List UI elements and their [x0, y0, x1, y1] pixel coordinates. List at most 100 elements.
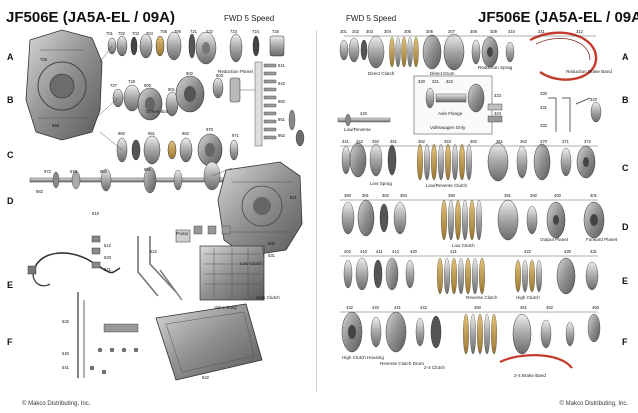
callout-l3: 703	[132, 31, 139, 36]
callout-r59: 452	[546, 305, 553, 310]
callout-r38: 383	[400, 193, 407, 198]
right-footer-copyright: © Makco Distributing, Inc.	[559, 401, 628, 407]
label-high-clutch-housing: High Clutch Housing	[342, 355, 384, 360]
callout-r51: 430	[564, 249, 571, 254]
callout-r50: 422	[524, 249, 531, 254]
callout-r27: 352	[418, 139, 425, 144]
callout-l16: 901	[168, 87, 175, 92]
grid-letter-e-left: E	[7, 280, 14, 290]
callout-r32: 370	[540, 139, 547, 144]
callout-r7: 307	[448, 29, 455, 34]
callout-l41: 530	[268, 241, 275, 246]
label-reduction-sprag: Reduction Sprag	[478, 65, 513, 70]
callout-r13: 320	[418, 79, 425, 84]
callout-r53: 432	[346, 305, 353, 310]
24-brake-band	[499, 354, 573, 369]
callout-l46: 542	[202, 375, 209, 380]
label-pump: Pump	[176, 231, 189, 236]
callout-l22: 950	[278, 99, 285, 104]
callout-r24: 342	[356, 139, 363, 144]
callout-r28: 353	[444, 139, 451, 144]
label-vw-only: Volkswagen Only	[430, 125, 466, 130]
callout-l15: 900	[144, 83, 151, 88]
callout-l20: 941	[278, 63, 285, 68]
callout-l38: 520	[104, 255, 111, 260]
oil-pan	[155, 303, 263, 381]
callout-r20: 332	[540, 123, 547, 128]
callout-r2: 302	[352, 29, 359, 34]
left-page-title: JF506E (JA5A-EL / 09A)	[6, 9, 175, 26]
reverse-high-clutch-pack	[343, 257, 599, 295]
callout-l30: 972	[44, 169, 51, 174]
top-row-parts-a	[107, 31, 285, 65]
callout-l28: 970	[206, 127, 213, 132]
callout-r18: 330	[540, 91, 547, 96]
label-low-clutch-valve: Low Clutch	[240, 261, 263, 266]
callout-r25: 350	[372, 139, 379, 144]
callout-l6: 706	[174, 29, 181, 34]
callout-r36: 381	[362, 193, 369, 198]
row-d-shaft	[29, 161, 241, 194]
callout-l26: 961	[148, 131, 155, 136]
reduction-brake-band	[529, 31, 598, 81]
right-page-title: JF506E (JA5A-EL / 09A)	[478, 9, 638, 26]
grid-letter-d-left: D	[7, 196, 14, 206]
callout-r52: 431	[590, 249, 597, 254]
callout-r54: 440	[372, 305, 379, 310]
row-c-parts	[116, 133, 239, 167]
grid-letter-b-right: B	[622, 95, 629, 105]
callout-r31: 362	[520, 139, 527, 144]
grid-letter-c-left: C	[7, 150, 14, 160]
label-output-planet: Output Planet	[540, 237, 569, 242]
callout-r15: 322	[446, 79, 453, 84]
callout-r4: 304	[384, 29, 391, 34]
callout-r56: 442	[420, 305, 427, 310]
grid-letter-c-right: C	[622, 163, 629, 173]
label-forward-planet: Forward Planet	[586, 237, 618, 242]
label-low-reverse: Low/Reverse	[344, 127, 371, 132]
label-reduction-planet: Reduction Planet	[218, 69, 253, 74]
callout-r39: 390	[448, 193, 455, 198]
callout-r9: 309	[490, 29, 497, 34]
callout-r55: 441	[394, 305, 401, 310]
callout-r1: 301	[340, 29, 347, 34]
label-24-brake-band: 2-4 Brake Band	[514, 373, 546, 378]
page-divider	[316, 30, 317, 392]
callout-r47: 412	[392, 249, 399, 254]
callout-l27: 962	[182, 131, 189, 136]
differential-assembly	[112, 75, 241, 121]
label-24-clutch: 2-4 Clutch	[424, 365, 445, 370]
dipstick-tube	[77, 292, 139, 378]
grid-letter-f-left: F	[7, 337, 13, 347]
callout-l18: 903	[216, 73, 223, 78]
label-valve-body: Valve Body	[214, 305, 237, 310]
label-high-clutch-valve: High Clutch	[256, 295, 280, 300]
callout-l42: 531	[268, 253, 275, 258]
vw-axle-flange-box	[413, 75, 503, 135]
shaft-and-small-parts-stack	[254, 61, 305, 147]
callout-r42: 400	[554, 193, 561, 198]
callout-r30: 361	[496, 139, 503, 144]
callout-l14: 728	[128, 79, 135, 84]
leader-lines-right	[340, 35, 598, 313]
grid-letter-a-left: A	[7, 52, 14, 62]
grid-letter-f-right: F	[622, 337, 628, 347]
callout-r35: 380	[344, 193, 351, 198]
callout-r14: 321	[432, 79, 439, 84]
callout-r60: 460	[592, 305, 599, 310]
label-axle-flange: Axle Flange	[438, 111, 463, 116]
callout-l12: 726	[40, 57, 47, 62]
label-direct-clutch: Direct Clutch	[368, 71, 395, 76]
label-differential: Differential	[146, 109, 168, 114]
callout-l8: 722	[206, 29, 213, 34]
callout-r45: 410	[360, 249, 367, 254]
callout-l44: 540	[62, 351, 69, 356]
label-reverse-clutch-drum: Reverse Clutch Drum	[380, 361, 424, 366]
callout-l43: 532	[62, 319, 69, 324]
callout-r29: 360	[470, 139, 477, 144]
band-servo-parts	[548, 97, 602, 132]
callout-r23: 341	[342, 139, 349, 144]
callout-l17: 902	[186, 71, 193, 76]
label-high-clutch: High Clutch	[516, 295, 540, 300]
